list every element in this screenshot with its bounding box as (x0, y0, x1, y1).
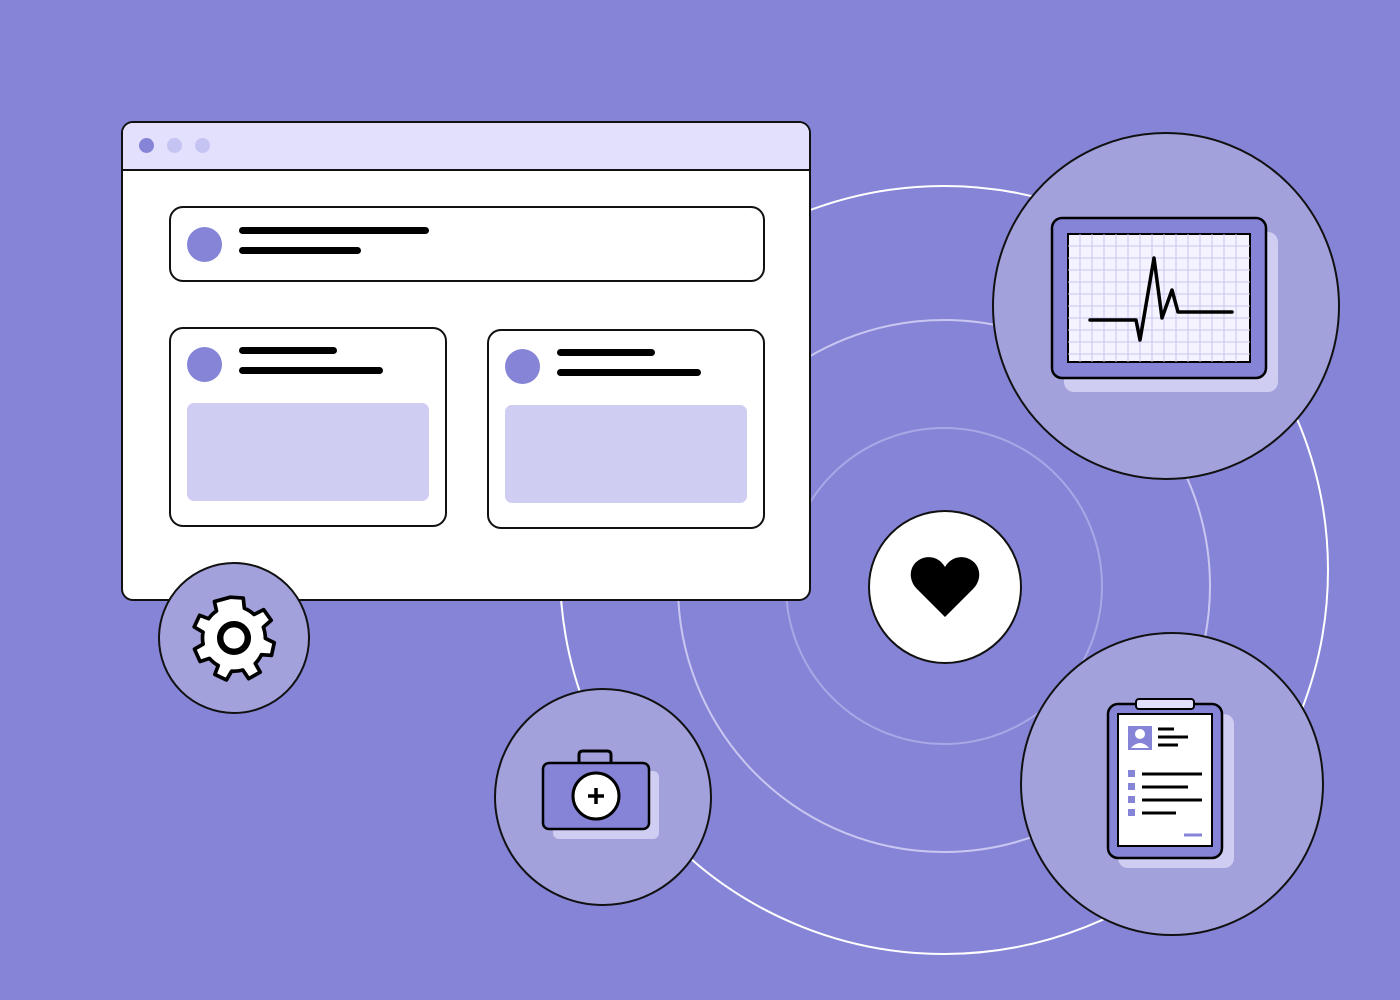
text-line (239, 367, 383, 374)
heart-circle[interactable] (868, 510, 1022, 664)
window-dot-1 (139, 138, 154, 153)
window-dot-3 (195, 138, 210, 153)
medical-kit-icon (541, 749, 659, 839)
ecg-monitor-circle[interactable] (992, 132, 1340, 480)
medical-kit-circle[interactable] (494, 688, 712, 906)
gear-icon (192, 595, 277, 682)
text-line (557, 369, 701, 376)
avatar-icon (187, 347, 222, 382)
text-line (239, 347, 337, 354)
window-titlebar (123, 123, 809, 171)
heart-icon (910, 557, 980, 617)
app-window-mockup (121, 121, 811, 601)
avatar-icon (505, 349, 540, 384)
window-dot-2 (167, 138, 182, 153)
header-card[interactable] (169, 206, 765, 282)
ecg-monitor-icon (1050, 216, 1278, 392)
text-line (557, 349, 655, 356)
content-card-right[interactable] (487, 329, 765, 529)
text-line (239, 227, 429, 234)
text-line (239, 247, 361, 254)
settings-circle[interactable] (158, 562, 310, 714)
avatar-icon (187, 227, 222, 262)
content-placeholder (187, 403, 429, 501)
medical-record-clipboard-icon (1106, 698, 1234, 868)
content-placeholder (505, 405, 747, 503)
content-card-left[interactable] (169, 327, 447, 527)
medical-record-circle[interactable] (1020, 632, 1324, 936)
